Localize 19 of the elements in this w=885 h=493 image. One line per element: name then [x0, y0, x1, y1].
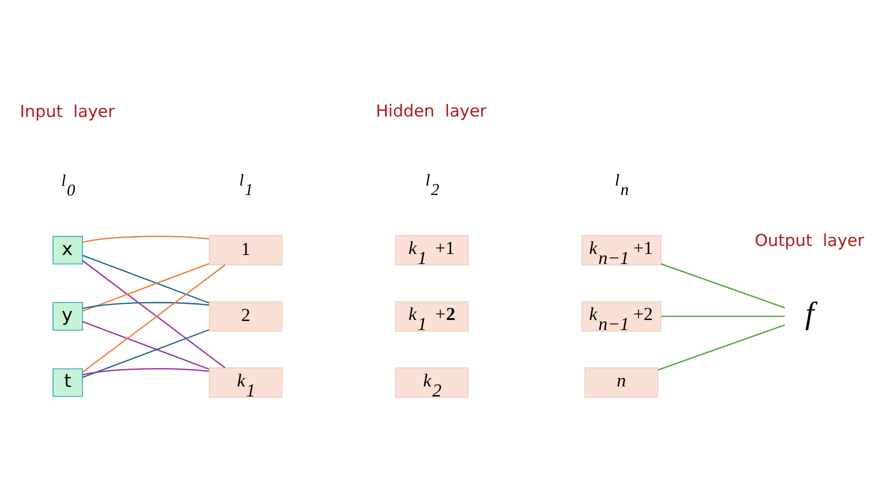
- connector: [82, 368, 210, 376]
- node-box: 1: [208, 235, 282, 266]
- node-box: y: [52, 302, 83, 331]
- node-box: t: [52, 368, 83, 397]
- label: Hidden layer: [376, 101, 487, 120]
- connector: [82, 320, 210, 370]
- connector: [82, 236, 210, 243]
- connector: [82, 329, 210, 378]
- connector: [660, 316, 785, 318]
- label: Input layer: [20, 102, 115, 122]
- node-box: 2: [208, 301, 282, 332]
- label: Output layer: [754, 230, 864, 250]
- connector: [82, 302, 210, 310]
- node-box: x: [52, 236, 83, 264]
- connector: [660, 263, 786, 308]
- connector: [82, 254, 210, 304]
- connector: [82, 263, 210, 312]
- node-box: n: [584, 367, 658, 398]
- connector: [658, 324, 786, 371]
